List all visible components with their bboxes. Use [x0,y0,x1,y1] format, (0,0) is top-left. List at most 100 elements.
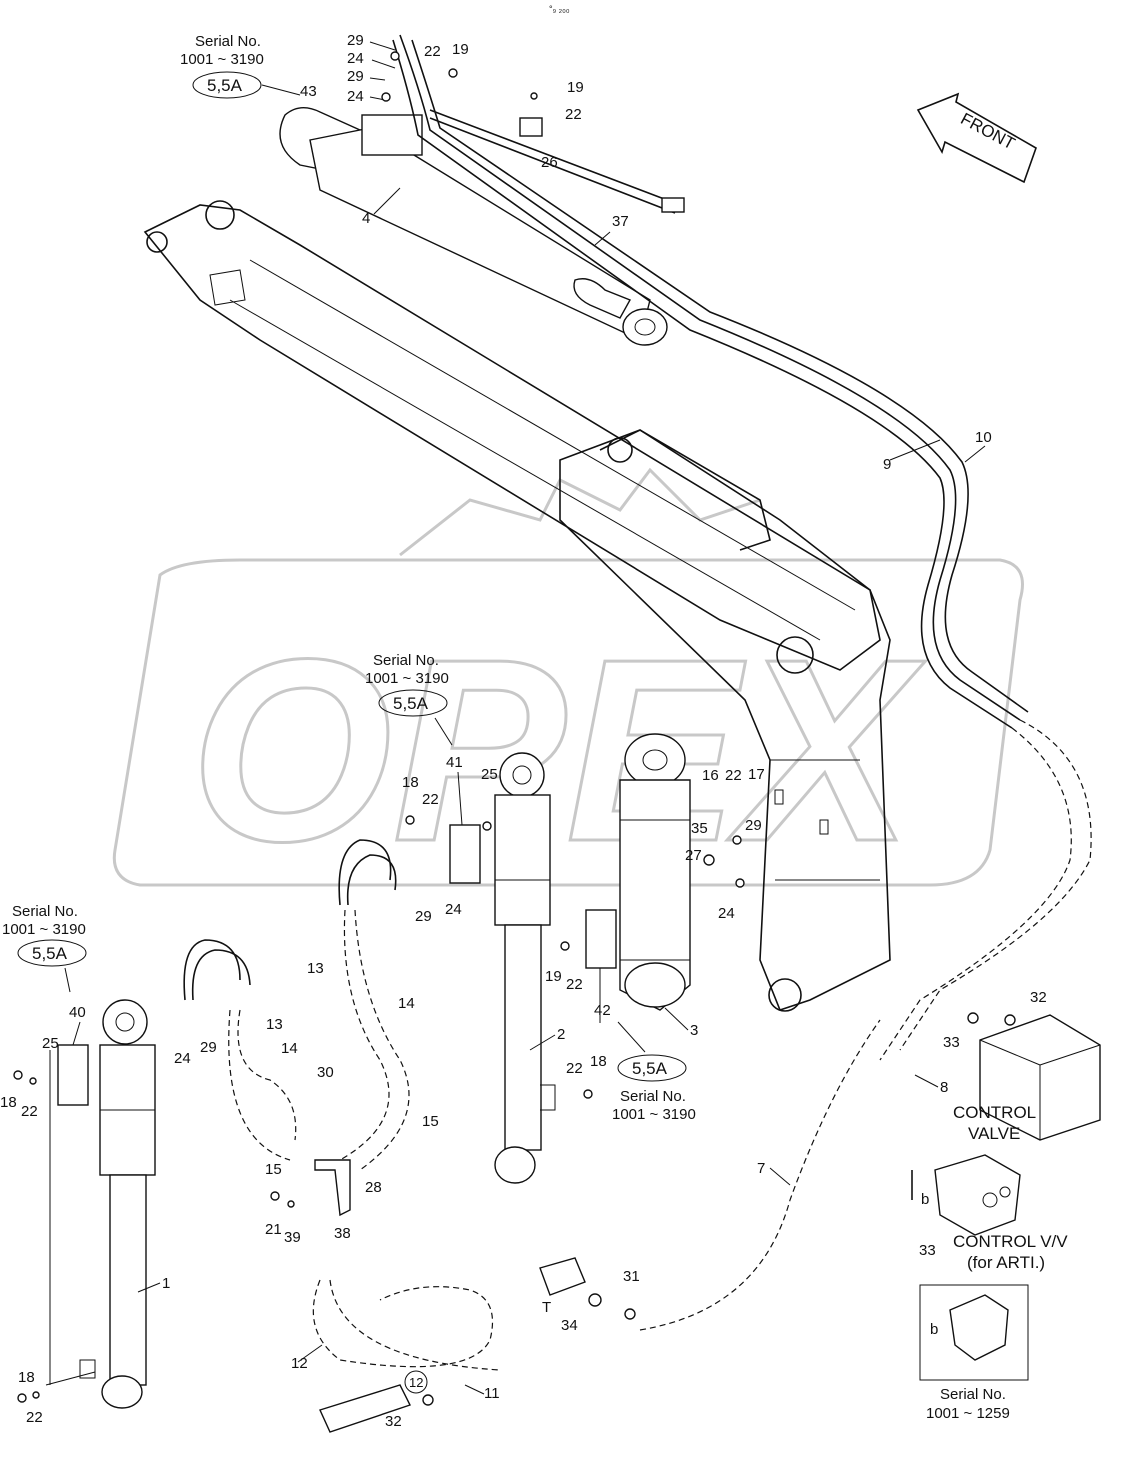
serial-range-right: 1001 ~ 3190 [612,1106,696,1123]
callout: 18 [18,1369,35,1386]
bracket-38 [314,1159,351,1217]
callout: 7 [757,1160,765,1177]
callout: 15 [265,1161,282,1178]
serial-label-left: Serial No. [12,903,78,920]
callout: 25 [42,1035,59,1052]
callout: 34 [561,1317,578,1334]
callout: 18 [0,1094,17,1111]
callout: 22 [26,1409,43,1426]
callout: 18 [590,1053,607,1070]
callout: 12 [291,1355,308,1372]
callout: 14 [281,1040,298,1057]
callout: 22 [422,791,439,808]
callout-labels: 29 24 29 24 22 19 19 22 43 26 4 37 10 9 … [0,32,1047,1430]
ref-badge-left-ellipse [17,939,87,967]
callout: 43 [300,83,317,100]
serial-range-mid: 1001 ~ 3190 [365,670,449,687]
callout: 24 [445,901,462,918]
arm-cylinder-4 [279,107,668,346]
callout: 25 [481,766,498,783]
callout: 24 [718,905,735,922]
callout: 29 [347,32,364,49]
tank-block [539,1257,586,1296]
callout: 24 [347,50,364,67]
control-vv-arti [911,1154,1021,1236]
ref-badge-top: 5,5A [207,76,243,95]
front-label: FRONT [957,109,1018,153]
tank-label: T [542,1299,551,1316]
callout: 12 [409,1375,423,1390]
watermark: OPEX [112,467,1024,898]
callout: 15 [422,1113,439,1130]
watermark-text: OPEX [190,606,926,896]
callout: 41 [446,754,463,771]
callout: 13 [307,960,324,977]
control-vv-line1: CONTROL V/V [953,1232,1068,1251]
callout: 9 [883,456,891,473]
valve-block-42 [585,909,617,969]
callout: 31 [623,1268,640,1285]
callout: 28 [365,1179,382,1196]
callout: 22 [424,43,441,60]
callout: 22 [566,976,583,993]
ref-badge-top-ellipse [192,71,262,99]
callout: 32 [1030,989,1047,1006]
ref-badge-mid-ellipse [378,689,448,717]
mounting-bar [429,109,685,214]
callout: 19 [567,79,584,96]
callout: 33 [919,1242,936,1259]
serial-range-top: 1001 ~ 3190 [180,51,264,68]
serial-label-top: Serial No. [195,33,261,50]
cylinder-2 [494,752,556,1184]
ref-badge-left: 5,5A [32,944,68,963]
ref-circle-12 [404,1370,428,1394]
callout: 33 [943,1034,960,1051]
callout: 21 [265,1221,282,1238]
callout: 40 [69,1004,86,1021]
callout: 26 [541,154,558,171]
cylinder-1 [79,999,156,1409]
serial-label-right: Serial No. [620,1088,686,1105]
callout: 10 [975,429,992,446]
callout: 39 [284,1229,301,1246]
inset-box [919,1284,1029,1381]
header-mark: °₉ ₂₀₀ [549,4,570,14]
callout: 32 [385,1413,402,1430]
callout: 3 [690,1022,698,1039]
callout: 42 [594,1002,611,1019]
port-b-inset-label: b [930,1321,938,1338]
control-vv-line2: (for ARTI.) [967,1253,1045,1272]
boom-cylinder-3 [619,733,691,1011]
callout: 24 [174,1050,191,1067]
callout: 35 [691,820,708,837]
callout: 22 [565,106,582,123]
callout: 22 [725,767,742,784]
port-b-label: b [921,1191,929,1208]
control-valve-line2: VALVE [968,1124,1020,1143]
control-valve-box [979,1014,1101,1141]
callout: 30 [317,1064,334,1081]
callout: 17 [748,766,765,783]
callout: 37 [612,213,629,230]
serial-range-inset: 1001 ~ 1259 [926,1405,1010,1422]
callout: 1 [162,1275,170,1292]
control-valve-line1: CONTROL [953,1103,1036,1122]
ref-badge-right-ellipse [617,1054,687,1082]
callout: 19 [545,968,562,985]
callout: 13 [266,1016,283,1033]
callout: 29 [347,68,364,85]
callout: 29 [200,1039,217,1056]
callout: 29 [745,817,762,834]
callout: 4 [362,210,370,227]
callout: 27 [685,847,702,864]
serial-label-mid: Serial No. [373,652,439,669]
callout: 11 [484,1385,500,1402]
ref-badge-mid: 5,5A [393,694,429,713]
valve-block-40 [57,1044,89,1106]
callout: 19 [452,41,469,58]
fittings [13,51,1016,1406]
callout: 38 [334,1225,351,1242]
callout: 8 [940,1079,948,1096]
callout: 22 [566,1060,583,1077]
callout: 18 [402,774,419,791]
